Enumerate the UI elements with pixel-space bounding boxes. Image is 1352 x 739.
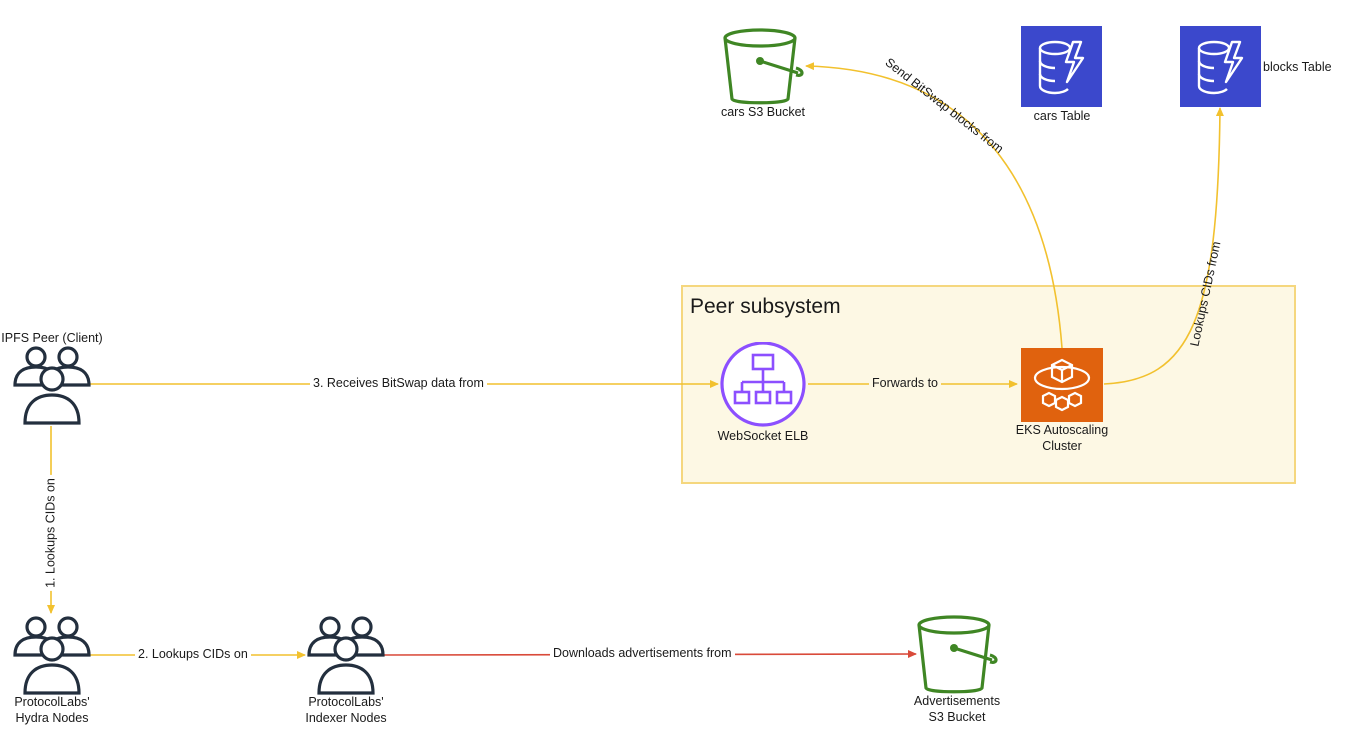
ipfs-peer-label: IPFS Peer (Client): [1, 331, 103, 345]
edge-send-blocks: [805, 62, 1063, 349]
ads-bucket-label-line1: Advertisements: [913, 694, 1001, 708]
edge-label-lookup1: 1. Lookups CIDs on: [43, 475, 59, 591]
blocks-table-label: blocks Table: [1263, 60, 1332, 74]
eks-label-line1: EKS Autoscaling: [1015, 423, 1109, 437]
users-icon: [13, 616, 91, 695]
s3-bucket-icon: [723, 28, 804, 105]
indexer-nodes-label-line1: ProtocolLabs': [308, 695, 384, 709]
edge-label-receives: 3. Receives BitSwap data from: [310, 376, 487, 391]
load-balancer-icon: [720, 342, 806, 427]
peer-subsystem-title: Peer subsystem: [690, 295, 841, 318]
eks-label-line2: Cluster: [1042, 439, 1082, 453]
dynamodb-table-icon: [1180, 26, 1261, 107]
elb-label: WebSocket ELB: [717, 429, 809, 443]
hydra-nodes-label-line1: ProtocolLabs': [14, 695, 90, 709]
dynamodb-table-icon: [1021, 26, 1102, 107]
eks-cluster-icon: [1021, 348, 1103, 422]
s3-bucket-icon: [917, 615, 998, 694]
users-icon: [13, 346, 91, 425]
ads-bucket-label-line2: S3 Bucket: [928, 710, 986, 724]
cars-table-label: cars Table: [1033, 109, 1091, 123]
hydra-nodes-label-line2: Hydra Nodes: [15, 711, 89, 725]
cars-bucket-label: cars S3 Bucket: [720, 105, 806, 119]
edge-label-downloads: Downloads advertisements from: [550, 646, 735, 661]
edge-lookups-from: [1103, 107, 1224, 385]
users-icon: [307, 616, 385, 695]
edge-label-forwards: Forwards to: [869, 376, 941, 391]
edge-label-lookup2: 2. Lookups CIDs on: [135, 647, 251, 662]
indexer-nodes-label-line2: Indexer Nodes: [305, 711, 387, 725]
